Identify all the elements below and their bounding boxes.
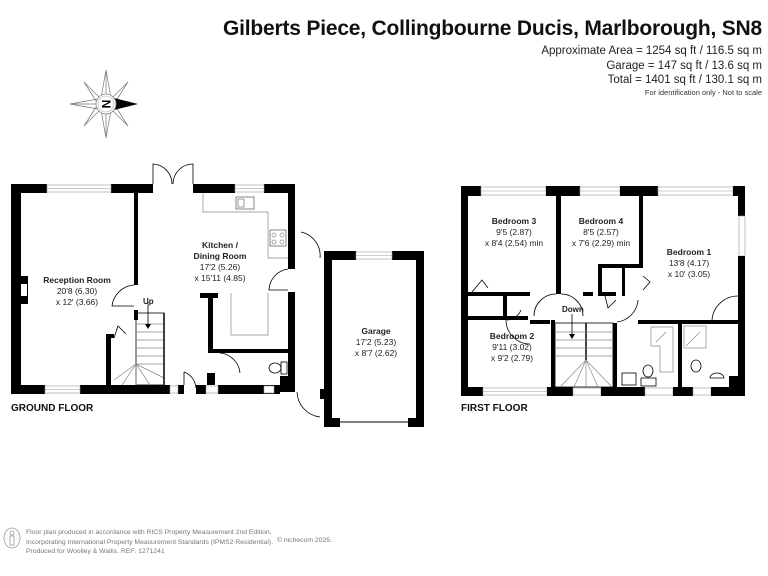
svg-text:N: N	[100, 100, 114, 109]
room-garage: Garage 17'2 (5.23) x 8'7 (2.62)	[354, 326, 398, 358]
room-bedroom-4: Bedroom 4 8'5 (2.57) x 7'6 (2.29) min	[571, 216, 631, 248]
rics-person-icon	[3, 527, 21, 549]
footer-disclaimer: Floor plan produced in accordance with R…	[26, 529, 274, 555]
stairs-down-label: Down	[562, 305, 584, 314]
ground-floor-plan	[11, 163, 424, 427]
scale-disclaimer: For identification only - Not to scale	[644, 88, 762, 97]
room-bedroom-1: Bedroom 1 13'8 (4.17) x 10' (3.05)	[666, 247, 712, 279]
total-area: Total = 1401 sq ft / 130.1 sq m	[607, 74, 762, 86]
room-bedroom-3: Bedroom 3 9'5 (2.87) x 8'4 (2.54) min	[484, 216, 544, 248]
approximate-area: Approximate Area = 1254 sq ft / 116.5 sq…	[541, 45, 762, 57]
ground-floor-label: GROUND FLOOR	[11, 403, 94, 414]
room-bedroom-2: Bedroom 2 9'11 (3.02) x 9'2 (2.79)	[489, 331, 535, 363]
room-kitchen-dining: Kitchen / Dining Room 17'2 (5.26) x 15'1…	[193, 240, 247, 283]
area-summary: Approximate Area = 1254 sq ft / 116.5 sq…	[541, 44, 762, 88]
property-title: Gilberts Piece, Collingbourne Ducis, Mar…	[223, 17, 762, 40]
compass-north-icon: N	[69, 69, 138, 139]
copyright-notice: © nichecom 2025.	[277, 537, 332, 544]
first-floor-plan	[461, 186, 746, 396]
first-floor-label: FIRST FLOOR	[461, 403, 528, 414]
stairs-up-label: Up	[143, 297, 154, 306]
garage-area: Garage = 147 sq ft / 13.6 sq m	[606, 59, 762, 72]
room-reception: Reception Room 20'8 (6.30) x 12' (3.66)	[43, 275, 111, 307]
